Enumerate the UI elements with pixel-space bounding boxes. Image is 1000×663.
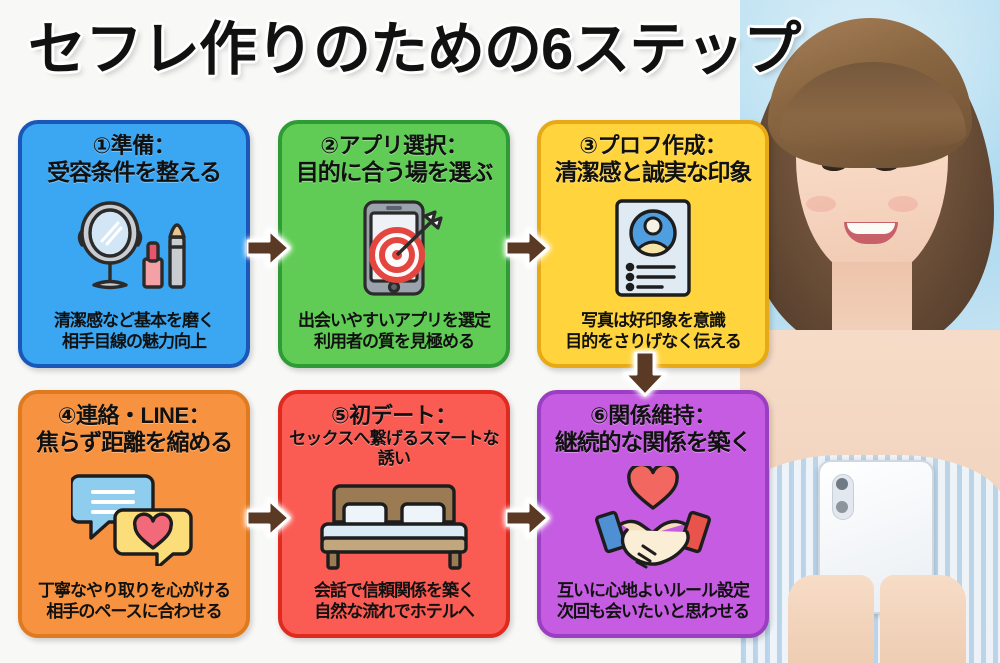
phone-camera (832, 474, 854, 520)
arrow-step4-to-step5 (245, 498, 291, 543)
smiling-woman-with-smartphone-photo (740, 0, 1000, 663)
step-card-4[interactable]: ④連絡・LINE： 焦らず距離を縮める 丁寧なやり取りを心がける 相手のペースに… (18, 390, 250, 638)
step-5-footer-line2: 自然な流れでホテルへ (314, 601, 475, 621)
step-2-heading-line1: ②アプリ選択： (320, 133, 468, 158)
step-6-heading: ⑥関係維持： 継続的な関係を築く (554, 403, 752, 456)
step-1-heading-line2: 受容条件を整える (47, 158, 222, 185)
arrow-step2-to-step3 (504, 228, 550, 273)
arrow-step5-to-step6 (504, 498, 550, 543)
step-4-heading-line2: 焦らず距離を縮める (36, 428, 233, 455)
step-2-heading: ②アプリ選択： 目的に合う場を選ぶ (295, 133, 493, 186)
step-4-footer: 丁寧なやり取りを心がける 相手のペースに合わせる (38, 580, 231, 623)
step-6-heading-line1: ⑥関係維持： (590, 403, 716, 428)
step-5-heading: ⑤初デート： セックスへ繋げるスマートな誘い (282, 403, 506, 469)
step-4-footer-line2: 相手のペースに合わせる (46, 601, 222, 621)
step-5-heading-line1: ⑤初デート： (331, 403, 457, 428)
step-2-heading-line2: 目的に合う場を選ぶ (295, 158, 493, 185)
mirror-makeup-icon (22, 186, 246, 309)
step-3-footer-line1: 写真は好印象を意識 (581, 310, 726, 330)
arrow-step3-to-step6 (622, 350, 668, 403)
step-5-heading-line2: セックスへ繋げるスマートな誘い (289, 428, 499, 468)
step-3-footer-line2: 目的をさりげなく伝える (565, 331, 741, 351)
step-6-heading-line2: 継続的な関係を築く (554, 428, 752, 455)
step-3-heading: ③プロフ作成： 清潔感と誠実な印象 (554, 133, 752, 186)
step-4-footer-line1: 丁寧なやり取りを心がける (38, 580, 231, 600)
chat-bubbles-heart-icon (22, 456, 246, 579)
hand-right (880, 575, 966, 663)
hand-left (788, 575, 874, 663)
step-1-footer-line2: 相手目線の魅力向上 (62, 331, 207, 351)
step-3-heading-line1: ③プロフ作成： (579, 133, 727, 158)
handshake-heart-icon (541, 456, 765, 579)
step-1-heading-line1: ①準備： (92, 133, 176, 158)
cheek-right (888, 196, 918, 212)
page-title: セフレ作りのための6ステップ (28, 17, 801, 82)
step-card-2[interactable]: ②アプリ選択： 目的に合う場を選ぶ (278, 120, 510, 368)
teeth (847, 223, 895, 234)
step-1-footer-line1: 清潔感など基本を磨く (54, 310, 215, 330)
step-2-footer: 出会いやすいアプリを選定 利用者の質を見極める (298, 310, 491, 353)
step-card-1[interactable]: ①準備： 受容条件を整える (18, 120, 250, 368)
step-1-heading: ①準備： 受容条件を整える (47, 133, 222, 186)
smiling-mouth (844, 222, 898, 244)
arrow-step1-to-step2 (245, 228, 291, 273)
step-6-footer-line1: 互いに心地よいルール設定 (557, 580, 750, 600)
step-1-footer: 清潔感など基本を磨く 相手目線の魅力向上 (54, 310, 215, 353)
step-4-heading-line1: ④連絡・LINE： (57, 403, 211, 428)
step-3-heading-line2: 清潔感と誠実な印象 (554, 158, 752, 185)
step-5-footer-line1: 会話で信頼関係を築く (314, 580, 475, 600)
step-card-3[interactable]: ③プロフ作成： 清潔感と誠実な印象 写真は好印象を意識 目的をさりげなく伝える (537, 120, 769, 368)
step-2-footer-line1: 出会いやすいアプリを選定 (298, 310, 491, 330)
step-4-heading: ④連絡・LINE： 焦らず距離を縮める (36, 403, 233, 456)
bed-icon (282, 469, 506, 579)
step-5-footer: 会話で信頼関係を築く 自然な流れでホテルへ (314, 580, 475, 623)
smartphone-target-icon (282, 186, 506, 309)
step-6-footer-line2: 次回も会いたいと思わせる (557, 601, 750, 621)
step-card-6[interactable]: ⑥関係維持： 継続的な関係を築く 互いに心地よいルール設定 次回も会いたいと思わ… (537, 390, 769, 638)
step-card-5[interactable]: ⑤初デート： セックスへ繋げるスマートな誘い 会話で信頼関係を築く 自然な流れで… (278, 390, 510, 638)
cheek-left (806, 196, 836, 212)
profile-card-icon (541, 186, 765, 309)
step-3-footer: 写真は好印象を意識 目的をさりげなく伝える (565, 310, 741, 353)
step-2-footer-line2: 利用者の質を見極める (314, 331, 475, 351)
step-6-footer: 互いに心地よいルール設定 次回も会いたいと思わせる (557, 580, 750, 623)
